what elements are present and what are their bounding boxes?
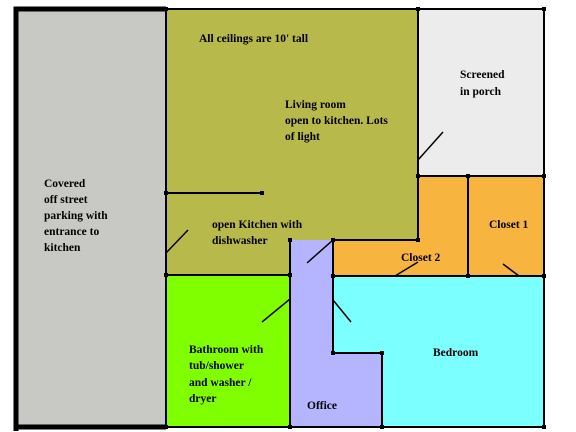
svg-text:of light: of light: [285, 131, 320, 143]
porch-area: [418, 9, 544, 176]
svg-text:Living room: Living room: [285, 99, 346, 111]
office-area: [290, 240, 382, 427]
svg-text:dishwasher: dishwasher: [212, 235, 268, 247]
bathroom-label: Bathroom with tub/shower and washer / dr…: [189, 344, 264, 405]
bathroom-door: [261, 298, 291, 323]
bedroom-area: [333, 276, 544, 427]
parking-area: [16, 9, 166, 427]
closet-2-door: [394, 261, 419, 277]
svg-text:Covered: Covered: [44, 178, 86, 190]
svg-text:Bathroom with: Bathroom with: [189, 344, 264, 356]
svg-text:Screened: Screened: [460, 69, 505, 81]
closet-2-label: Closet 2: [401, 252, 441, 264]
closets-area: [333, 176, 544, 276]
walls: [13, 6, 545, 431]
svg-text:kitchen: kitchen: [44, 242, 81, 254]
svg-text:open to kitchen. Lots: open to kitchen. Lots: [285, 115, 388, 127]
svg-text:off street: off street: [44, 194, 88, 206]
office-label: Office: [307, 400, 337, 412]
wall-junctions: [164, 7, 546, 429]
ceilings-note: All ceilings are 10' tall: [199, 33, 308, 45]
parking-label: Covered off street parking with entrance…: [44, 178, 108, 254]
svg-text:open Kitchen with: open Kitchen with: [212, 219, 303, 231]
living-kitchen-area: [166, 9, 418, 275]
closet-1-label: Closet 1: [489, 219, 529, 231]
kitchen-label: open Kitchen with dishwasher: [212, 219, 303, 247]
svg-text:tub/shower: tub/shower: [189, 360, 244, 372]
svg-text:in porch: in porch: [460, 86, 502, 98]
bathroom-area: [166, 275, 290, 427]
door-swings: [165, 131, 520, 323]
parking-door: [165, 229, 189, 254]
office-door: [306, 239, 334, 264]
svg-text:dryer: dryer: [189, 393, 216, 405]
bedroom-door: [332, 299, 352, 323]
svg-text:parking with: parking with: [44, 210, 108, 222]
bedroom-label: Bedroom: [433, 347, 479, 359]
porch-label: Screened in porch: [460, 69, 505, 98]
svg-text:and washer /: and washer /: [189, 377, 252, 389]
svg-text:entrance to: entrance to: [44, 226, 99, 238]
porch-door: [417, 131, 444, 161]
living-room-label: Living room open to kitchen. Lots of lig…: [285, 99, 388, 143]
closet-1-door: [502, 263, 520, 277]
